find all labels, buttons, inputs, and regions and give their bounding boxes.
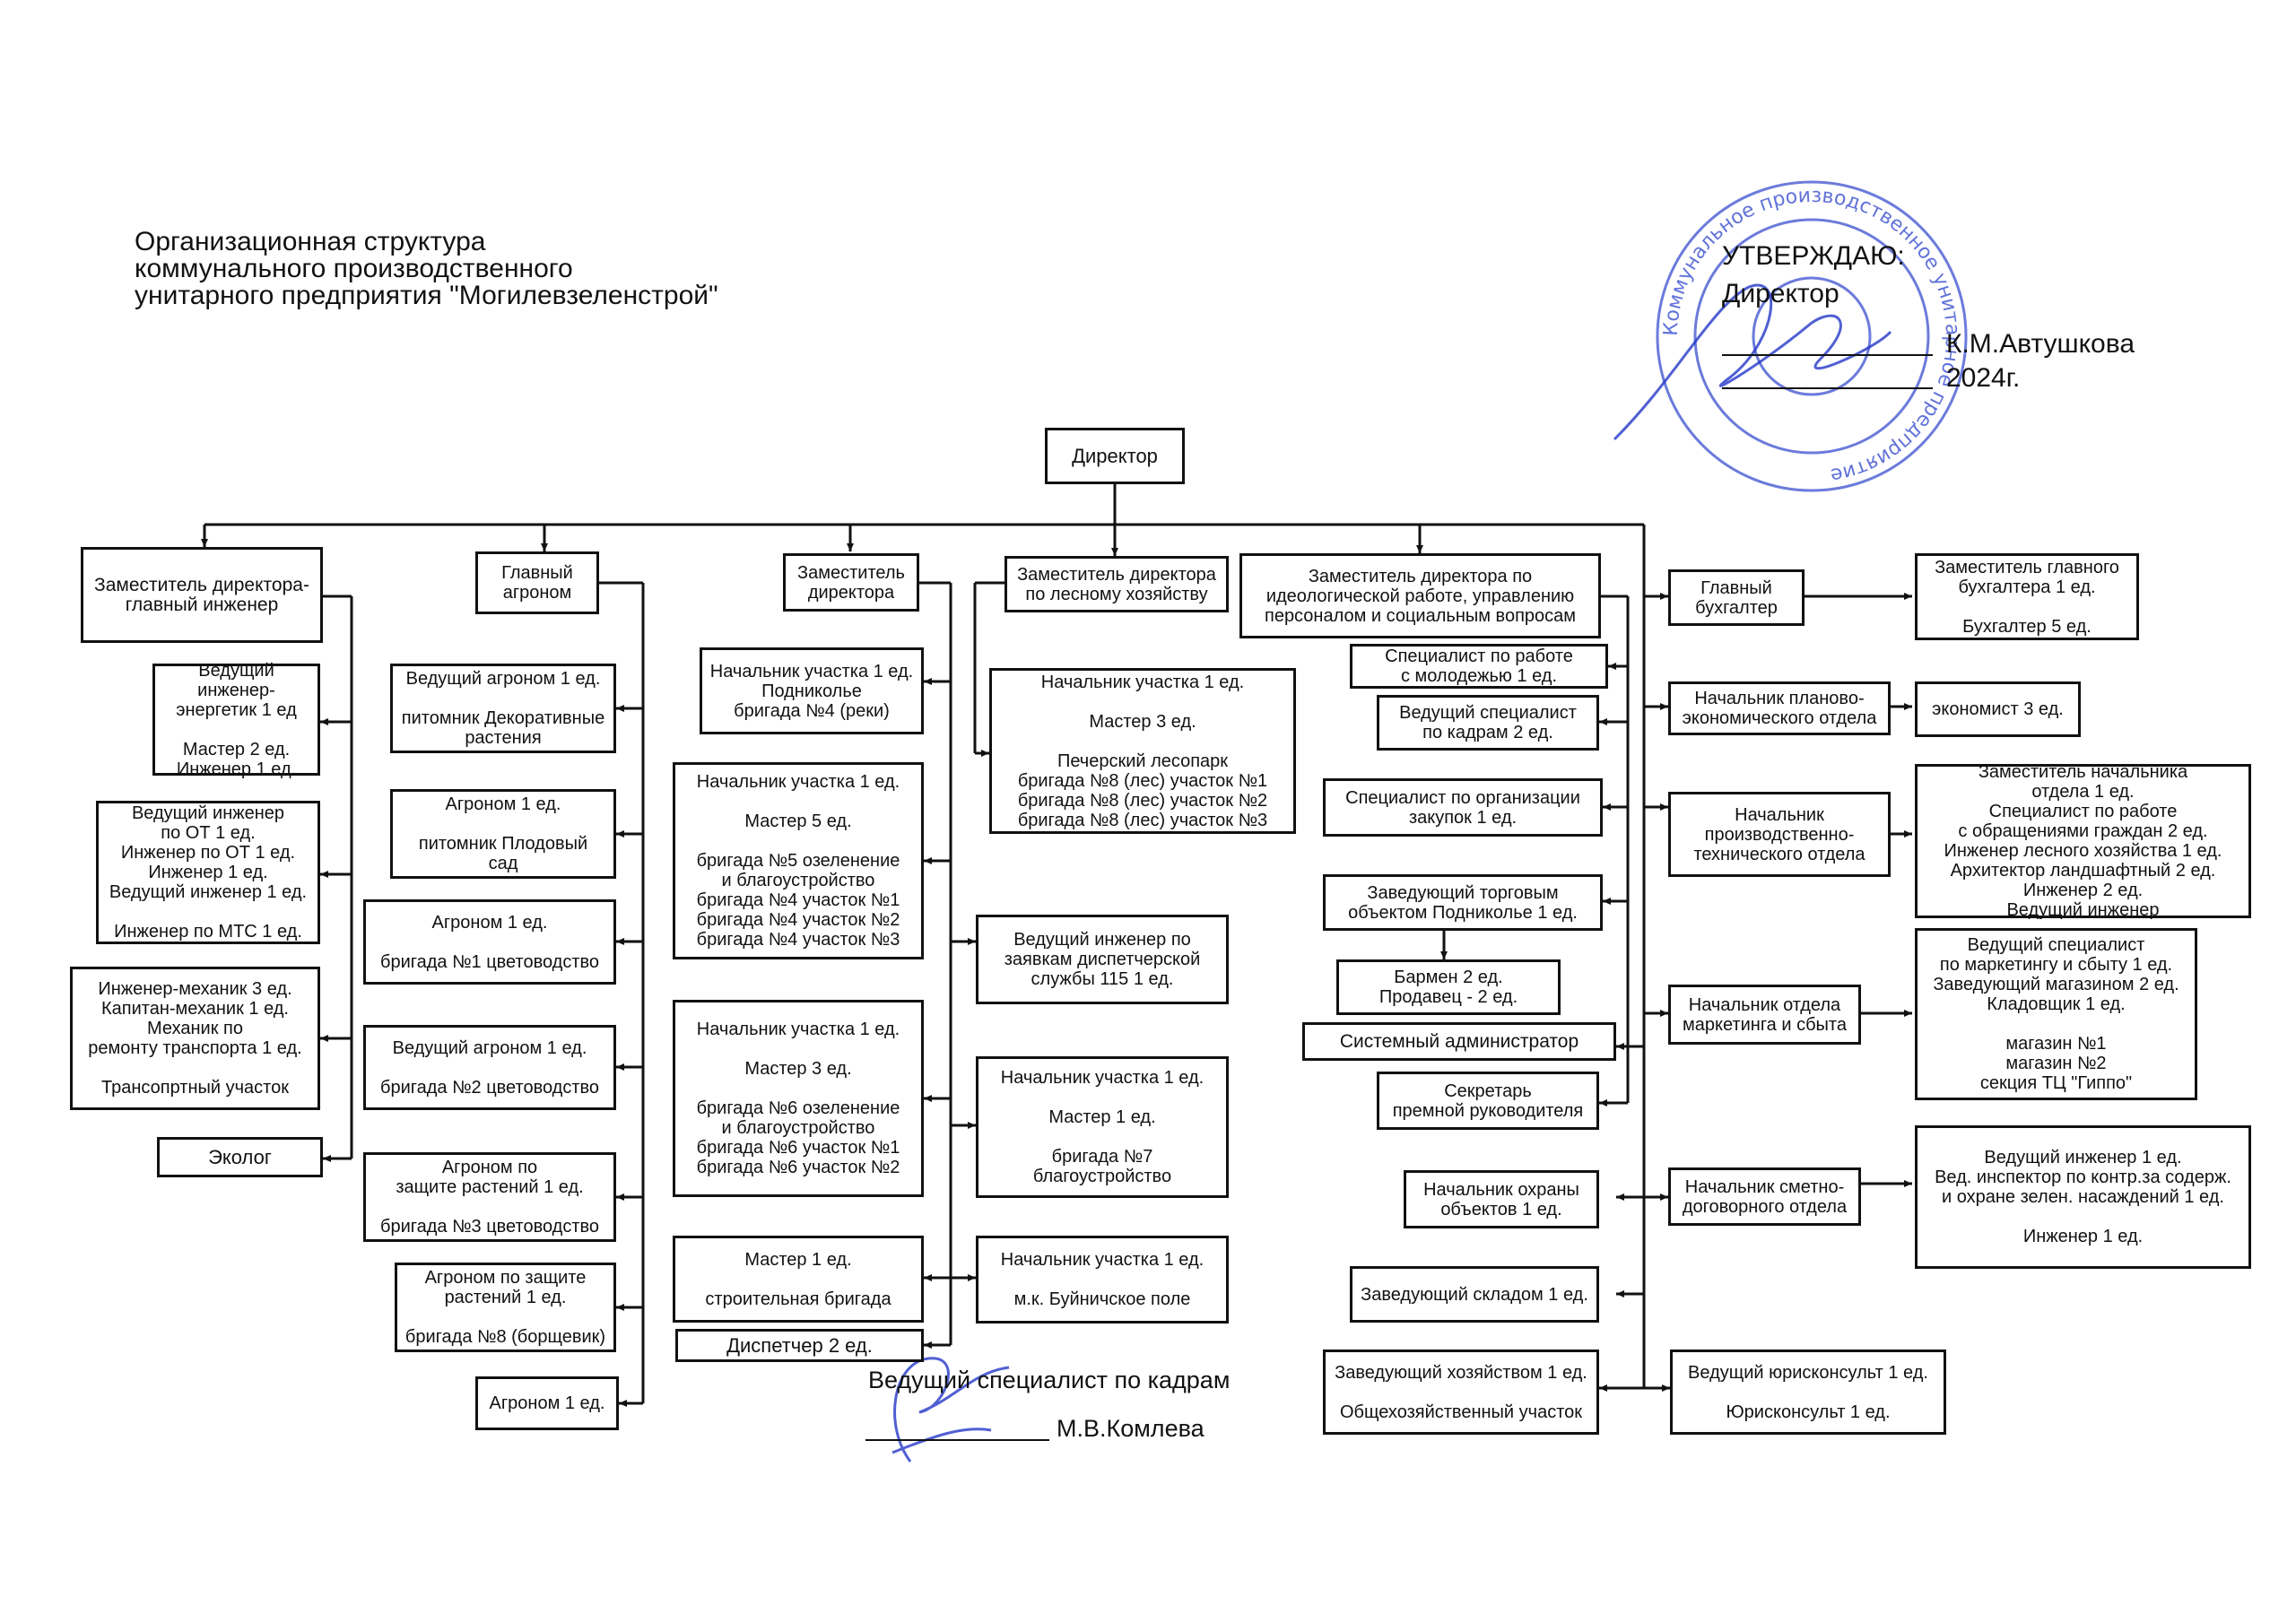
box-estimates-staff: Ведущий инженер 1 ед. Вед. инспектор по …: [1915, 1125, 2251, 1269]
box-site-buynichi-field: Начальник участка 1 ед. м.к. Буйничское …: [976, 1236, 1229, 1324]
box-economist: экономист 3 ед.: [1915, 681, 2081, 737]
approval-year: 2024г.: [1946, 363, 2021, 393]
box-accountants: Заместитель главного бухгалтера 1 ед. Бу…: [1915, 553, 2139, 640]
box-agronomist-brigade-1: Агроном 1 ед. бригада №1 цветоводство: [363, 899, 616, 985]
box-chief-accountant: Главный бухгалтер: [1668, 569, 1805, 626]
signature-position: Ведущий специалист по кадрам: [868, 1367, 1231, 1393]
approval-heading: УТВЕРЖДАЮ:: [1722, 241, 1905, 271]
box-system-administrator: Системный администратор: [1302, 1022, 1616, 1061]
box-director: Директор: [1045, 428, 1185, 484]
box-shop-head: Заведующий торговым объектом Подниколье …: [1323, 874, 1603, 931]
box-procurement-specialist: Специалист по организации закупок 1 ед.: [1323, 778, 1603, 837]
box-chief-agronomist: Главный агроном: [475, 551, 599, 614]
company-stamp: Коммунальное производственное унитарное …: [1656, 180, 1968, 492]
hr-signature: [891, 1357, 1010, 1462]
approval-date-line: [1722, 387, 1933, 389]
box-site-brigade-6: Начальник участка 1 ед. Мастер 3 ед. бри…: [673, 1000, 924, 1197]
box-ecologist: Эколог: [157, 1137, 323, 1177]
box-pechersk-forest-park: Начальник участка 1 ед. Мастер 3 ед. Печ…: [989, 668, 1296, 834]
box-deputy-director: Заместитель директора: [783, 553, 919, 612]
approval-name: К.М.Автушкова: [1946, 329, 2135, 359]
box-agronomist-brigade-3: Агроном по защите растений 1 ед. бригада…: [363, 1152, 616, 1242]
box-planning-head: Начальник планово- экономического отдела: [1668, 681, 1891, 735]
box-deputy-forestry: Заместитель директора по лесному хозяйст…: [1004, 556, 1229, 612]
document-title: Организационная структура коммунального …: [135, 227, 718, 310]
box-dispatch-engineer: Ведущий инженер по заявкам диспетчерской…: [976, 915, 1229, 1004]
box-agronomist-brigade-2: Ведущий агроном 1 ед. бригада №2 цветово…: [363, 1025, 616, 1110]
box-site-brigade-5: Начальник участка 1 ед. Мастер 5 ед. бри…: [673, 762, 924, 959]
box-household-head: Заведующий хозяйством 1 ед. Общехозяйств…: [1323, 1350, 1599, 1435]
box-labor-safety: Ведущий инженер по ОТ 1 ед. Инженер по О…: [96, 801, 320, 944]
box-youth-specialist: Специалист по работе с молодежью 1 ед.: [1350, 644, 1608, 689]
signature-name: М.В.Комлева: [1057, 1415, 1205, 1442]
box-estimates-head: Начальник сметно- договорного отдела: [1668, 1167, 1861, 1226]
box-production-head: Начальник производственно- технического …: [1668, 792, 1891, 877]
box-bar-staff: Бармен 2 ед. Продавец - 2 ед.: [1336, 959, 1561, 1015]
box-secretary: Секретарь премной руководителя: [1377, 1072, 1599, 1130]
box-energy-engineer: Ведущий инженер- энергетик 1 ед Мастер 2…: [152, 661, 320, 779]
box-dispatcher: Диспетчер 2 ед.: [675, 1329, 924, 1362]
box-site-podnikolye: Начальник участка 1 ед. Подниколье брига…: [700, 647, 924, 734]
box-agronomist-nursery-decor: Ведущий агроном 1 ед. питомник Декоратив…: [390, 664, 616, 753]
approval-position: Директор: [1722, 279, 1839, 308]
box-transport-section: Инженер-механик 3 ед. Капитан-механик 1 …: [70, 967, 320, 1110]
director-signature: [1613, 283, 1892, 441]
box-chief-engineer: Заместитель директора- главный инженер: [81, 547, 323, 643]
box-security-head: Начальник охраны объектов 1 ед.: [1404, 1170, 1599, 1228]
box-legal: Ведущий юрисконсульт 1 ед. Юрисконсульт …: [1670, 1350, 1946, 1435]
signature-line: [865, 1439, 1049, 1441]
box-agronomist-nursery-fruit: Агроном 1 ед. питомник Плодовый сад: [390, 789, 616, 879]
box-agronomist-brigade-8: Агроном по защите растений 1 ед. бригада…: [395, 1263, 616, 1352]
box-site-brigade-7: Начальник участка 1 ед. Мастер 1 ед. бри…: [976, 1056, 1229, 1198]
box-construction-brigade: Мастер 1 ед. строительная бригада: [673, 1236, 924, 1323]
box-agronomist: Агроном 1 ед.: [475, 1376, 619, 1430]
box-marketing-staff: Ведущий специалист по маркетингу и сбыту…: [1915, 928, 2197, 1100]
box-warehouse-head: Заведующий складом 1 ед.: [1350, 1266, 1599, 1323]
approval-sign-line: [1722, 354, 1933, 356]
box-production-staff: Заместитель начальника отдела 1 ед. Спец…: [1915, 762, 2251, 920]
box-deputy-ideology: Заместитель директора по идеологической …: [1239, 553, 1601, 638]
box-marketing-head: Начальник отдела маркетинга и сбыта: [1668, 985, 1861, 1045]
box-hr-specialist: Ведущий специалист по кадрам 2 ед.: [1377, 695, 1599, 751]
